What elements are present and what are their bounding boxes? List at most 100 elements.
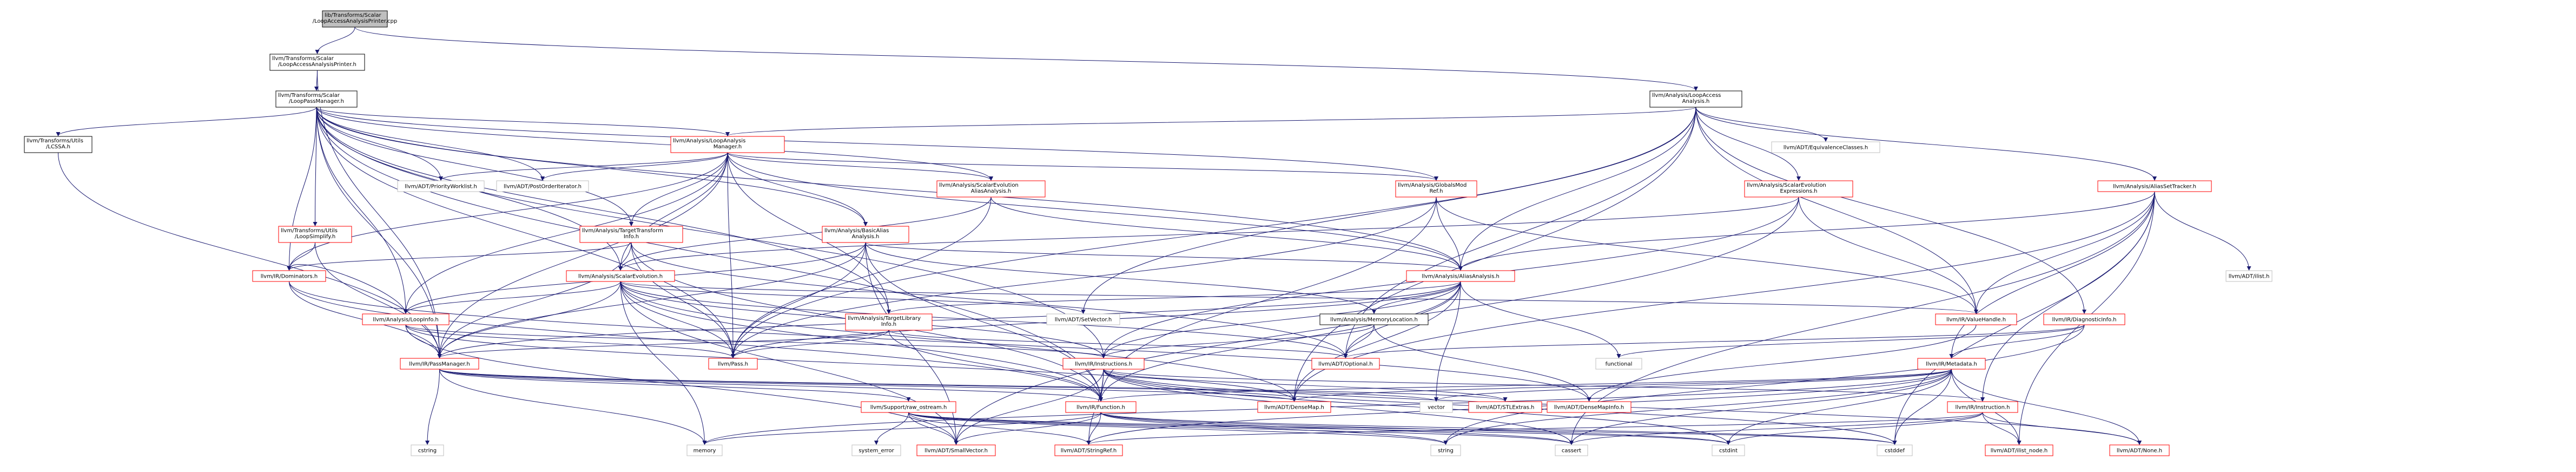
- node-label: llvm/Analysis/LoopInfo.h: [373, 317, 438, 323]
- node-llvm-analysis-scalarevolutionaliasanalysis-h[interactable]: llvm/Analysis/ScalarEvolutionAliasAnalys…: [936, 180, 1046, 198]
- edge-lpm-to-seaa: [316, 107, 993, 181]
- node-llvm-transforms-utils-lcssa-h[interactable]: llvm/Transforms/Utils/LCSSA.h: [24, 136, 93, 153]
- node-label: llvm/Analysis/ScalarEvolution.h: [578, 274, 663, 280]
- node-label: llvm/IR/Instructions.h: [1075, 362, 1132, 368]
- edge-pm-to-func: [439, 369, 1103, 402]
- node-box: [278, 226, 352, 243]
- node-llvm-transforms-utils-loopsimplify-h[interactable]: llvm/Transforms/Utils/LoopSimplify.h: [278, 226, 352, 243]
- node-vector: vector: [1419, 401, 1453, 413]
- node-label: Expressions.h: [1780, 188, 1817, 194]
- node-label: /LoopSimplify.h: [295, 234, 335, 240]
- node-llvm-transforms-scalar-looppassmanager-h[interactable]: llvm/Transforms/Scalar/LoopPassManager.h: [275, 90, 358, 108]
- node-label: llvm/ADT/DenseMap.h: [1264, 405, 1324, 411]
- node-box: [566, 270, 675, 282]
- node-llvm-adt-stringref-h[interactable]: llvm/ADT/StringRef.h: [1054, 444, 1123, 456]
- edge-dom-to-func: [289, 281, 1103, 402]
- node-llvm-adt-ilist-node-h[interactable]: llvm/ADT/ilist_node.h: [1985, 444, 2053, 456]
- edge-aa-to-functional: [1460, 281, 1621, 358]
- node-llvm-analysis-loopinfo-h[interactable]: llvm/Analysis/LoopInfo.h: [362, 313, 450, 325]
- edge-lam-to-pm: [437, 152, 728, 358]
- node-cstring: cstring: [411, 444, 444, 456]
- edge-tti-to-dom: [287, 242, 632, 271]
- edge-lpm-to-li: [316, 107, 408, 314]
- node-label: llvm/Analysis/LoopAnalysis: [673, 138, 745, 144]
- node-label: llvm/IR/Metadata.h: [1926, 362, 1977, 368]
- node-box: [252, 270, 326, 282]
- edge-ast-to-ilist: [2154, 191, 2251, 271]
- node-llvm-adt-densemap-h[interactable]: llvm/ADT/DenseMap.h: [1257, 401, 1331, 413]
- edge-lsimp-to-pm: [315, 242, 442, 358]
- node-llvm-transforms-scalar-loopaccessanalysisprinter-h[interactable]: llvm/Transforms/Scalar/LoopAccessAnalysi…: [269, 54, 365, 71]
- edge-pm-to-densemap: [439, 369, 1297, 402]
- edge-md-to-func: [1099, 369, 1952, 402]
- node-box: [1054, 444, 1123, 456]
- node-llvm-pass-h[interactable]: llvm/Pass.h: [708, 358, 758, 370]
- node-llvm-analysis-loopaccessanalysis-h[interactable]: llvm/Analysis/LoopAccessAnalysis.h: [1649, 90, 1742, 108]
- node-llvm-adt-densemapinfo-h[interactable]: llvm/ADT/DenseMapInfo.h: [1547, 401, 1632, 413]
- edge-laap-to-pm: [317, 70, 442, 358]
- node-label: llvm/ADT/STLExtras.h: [1476, 405, 1535, 411]
- node-llvm-adt-stlextras-h[interactable]: llvm/ADT/STLExtras.h: [1468, 401, 1542, 413]
- edge-lcssa-to-pm: [58, 152, 442, 358]
- node-box: [1877, 444, 1913, 456]
- node-label: llvm/Support/raw_ostream.h: [870, 405, 947, 411]
- edge-li-to-smallvec: [405, 324, 959, 445]
- node-label: Manager.h: [714, 144, 742, 150]
- node-llvm-ir-diagnosticinfo-h[interactable]: llvm/IR/DiagnosticInfo.h: [2043, 313, 2125, 325]
- node-label: llvm/ADT/PostOrderIterator.h: [504, 184, 582, 190]
- edge-func-to-stringref: [1086, 412, 1101, 445]
- edge-lam-to-se: [618, 152, 728, 271]
- edge-see-to-se: [618, 196, 1799, 271]
- edge-se-to-vh: [620, 281, 1978, 314]
- node-llvm-ir-dominators-h[interactable]: llvm/IR/Dominators.h: [252, 270, 326, 282]
- edge-li-to-pass: [405, 324, 735, 358]
- node-llvm-ir-instruction-h[interactable]: llvm/IR/Instruction.h: [1947, 401, 2018, 413]
- node-label: /LCSSA.h: [46, 144, 70, 150]
- edge-lam-to-dom: [287, 152, 728, 271]
- node-llvm-adt-smallvector-h[interactable]: llvm/ADT/SmallVector.h: [916, 444, 996, 456]
- node-box: [1257, 401, 1331, 413]
- edge-instrs-to-cstdint: [1103, 369, 1730, 445]
- node-box: [861, 401, 956, 413]
- node-box: [362, 313, 450, 325]
- node-llvm-analysis-aliasanalysis-h[interactable]: llvm/Analysis/AliasAnalysis.h: [1406, 270, 1515, 282]
- edge-se-to-densemap: [620, 281, 1297, 402]
- node-label: llvm/ADT/ilist.h: [2229, 274, 2270, 280]
- node-llvm-analysis-scalarevolutionexpressions-h[interactable]: llvm/Analysis/ScalarEvolutionExpressions…: [1744, 180, 1853, 198]
- node-llvm-analysis-aliassettracker-h[interactable]: llvm/Analysis/AliasSetTracker.h: [2097, 180, 2212, 192]
- edge-li-to-dom: [287, 264, 406, 314]
- node-llvm-adt-none-h[interactable]: llvm/ADT/None.h: [2109, 444, 2170, 456]
- edge-baa-to-pass: [731, 242, 866, 358]
- edge-lpm-to-pm: [316, 107, 442, 358]
- node-box: [686, 444, 723, 456]
- node-llvm-analysis-memorylocation-h[interactable]: llvm/Analysis/MemoryLocation.h: [1319, 313, 1429, 325]
- edge-instr-to-stringref: [1086, 412, 1983, 445]
- node-llvm-adt-optional-h[interactable]: llvm/ADT/Optional.h: [1311, 358, 1380, 370]
- edge-se-to-li: [404, 281, 621, 314]
- node-label: memory: [693, 448, 716, 454]
- edge-memloc-to-densemapinfo: [1373, 324, 1591, 402]
- edge-baa-to-pm: [437, 242, 866, 358]
- node-llvm-ir-passmanager-h[interactable]: llvm/IR/PassManager.h: [400, 358, 479, 370]
- node-box: [24, 136, 93, 153]
- node-llvm-ir-function-h[interactable]: llvm/IR/Function.h: [1065, 401, 1137, 413]
- node-box: [1065, 401, 1137, 413]
- node-box: [1395, 180, 1477, 198]
- node-llvm-ir-metadata-h[interactable]: llvm/IR/Metadata.h: [1917, 358, 1986, 370]
- node-label: llvm/IR/Dominators.h: [261, 274, 318, 280]
- node-cstddef: cstddef: [1877, 444, 1913, 456]
- edge-seaa-to-se: [618, 196, 992, 271]
- node-box: [1555, 444, 1588, 456]
- node-box: [1649, 90, 1742, 108]
- node-llvm-analysis-scalarevolution-h[interactable]: llvm/Analysis/ScalarEvolution.h: [566, 270, 675, 282]
- node-llvm-support-raw-ostream-h[interactable]: llvm/Support/raw_ostream.h: [861, 401, 956, 413]
- node-llvm-ir-instructions-h[interactable]: llvm/IR/Instructions.h: [1062, 358, 1145, 370]
- node-llvm-ir-valuehandle-h[interactable]: llvm/IR/ValueHandle.h: [1935, 313, 2017, 325]
- node-box: [1917, 358, 1986, 370]
- node-box: [1744, 180, 1853, 198]
